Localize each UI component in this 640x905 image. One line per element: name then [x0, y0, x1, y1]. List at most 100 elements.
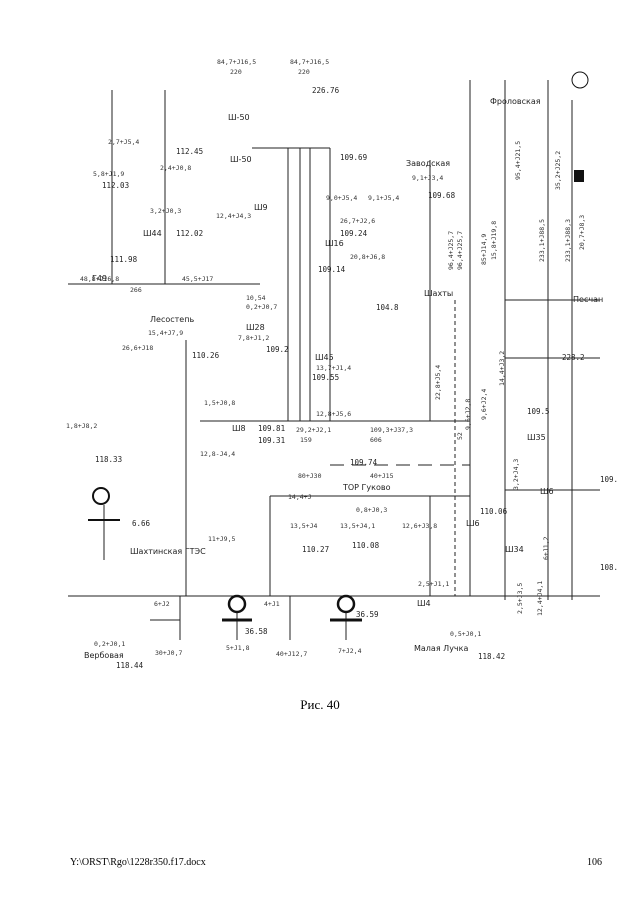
flow-label: 26,6+J18 [122, 344, 153, 352]
bus-name: Ш-50 [230, 155, 252, 164]
flow-label: 80+J30 [298, 472, 322, 480]
flow-label: 85+J14,9 [480, 234, 488, 265]
bus-name: Ш8 [232, 424, 246, 433]
flow-label: 95,4+J21,5 [514, 141, 522, 180]
voltage-label: 109. [600, 475, 618, 484]
flow-label: 12,8-J4,4 [200, 450, 235, 458]
flow-label: 84,7+J16,5 [217, 58, 256, 66]
flow-label: 14,4+J3,2 [498, 351, 506, 386]
voltage-label: 109.81 [258, 424, 285, 433]
flow-label: 9,1+J5,4 [368, 194, 399, 202]
voltage-label: 109.14 [318, 265, 346, 274]
flow-label: 15,8+J19,8 [490, 221, 498, 260]
voltage-label: 228.2 [562, 353, 585, 362]
flow-label: 0,2+J0,1 [94, 640, 125, 648]
flow-label: 13,7+J1,4 [316, 364, 351, 372]
voltage-label: 110.08 [352, 541, 380, 550]
flow-label: 12,6+J3,8 [402, 522, 437, 530]
flow-label: 9,1+J3,4 [412, 174, 443, 182]
voltage-label: 118.44 [116, 661, 144, 670]
station-name: Лесостепь [150, 315, 194, 324]
page-number: 106 [587, 857, 602, 868]
voltage-label: 109.69 [340, 153, 367, 162]
flow-label: 1,5+J0,8 [204, 399, 235, 407]
flow-label: 159 [300, 436, 312, 444]
bus-name: Ш16 [325, 239, 344, 248]
flow-label: 14,4+J [288, 493, 312, 501]
bus-name: Ш-50 [228, 113, 250, 122]
voltage-label: 109.68 [428, 191, 456, 200]
voltage-label: 118.33 [95, 455, 122, 464]
flow-label: 7,8+J1,2 [238, 334, 269, 342]
flow-label: 96,4+J25,7 [456, 231, 464, 270]
voltage-label: 118.42 [478, 652, 505, 661]
flow-label: 3,2+J0,3 [150, 207, 181, 215]
generator-icon [227, 594, 247, 614]
flow-label: 30+J0,7 [155, 649, 182, 657]
bus-name: Ш4 [417, 599, 431, 608]
flow-label: 13,5+J4 [290, 522, 317, 530]
flow-label: 12,8+J5,6 [316, 410, 351, 418]
bus-name: Ш28 [246, 323, 265, 332]
flow-label: 5+J1,8 [226, 644, 250, 652]
flow-label: 2,7+J5,4 [108, 138, 139, 146]
flow-label: 5,8+J1,9 [93, 170, 124, 178]
flow-label: 52 [456, 432, 464, 440]
flow-label: 40+J12,7 [276, 650, 307, 658]
voltage-label: 109.24 [340, 229, 368, 238]
voltage-label: 110.06 [480, 507, 508, 516]
footer-file-path: Y:\ORST\Rgo\1228r350.f17.docx [70, 857, 206, 868]
voltage-label: 109.55 [312, 373, 339, 382]
voltage-label: 112.02 [176, 229, 203, 238]
generator-icon [92, 487, 110, 505]
flow-label: 40+J15 [370, 472, 394, 480]
voltage-label: 110.26 [192, 351, 220, 360]
voltage-label: 112.03 [102, 181, 129, 190]
flow-label: 233,1+J88,5 [538, 219, 546, 262]
voltage-label: 109.31 [258, 436, 285, 445]
flow-label: 7+J2,4 [338, 647, 362, 655]
flow-label: 9,6+J2,8 [464, 399, 472, 430]
flow-label: 48,8+J16,8 [80, 275, 119, 283]
flow-label: 13,5+J4,1 [340, 522, 375, 530]
flow-label: 96,4+J25,7 [447, 231, 455, 270]
voltage-label: 226.76 [312, 86, 340, 95]
voltage-label: 112.45 [176, 147, 203, 156]
flow-label: 45,5+J17 [182, 275, 213, 283]
flow-label: 606 [370, 436, 382, 444]
voltage-label: 110.27 [302, 545, 329, 554]
bus-name: Ш9 [254, 203, 268, 212]
station-name: Шахты [424, 289, 453, 298]
substation-block-icon [574, 170, 584, 182]
voltage-label: 109.5 [527, 407, 550, 416]
flow-label: 29,2+J2,1 [296, 426, 331, 434]
flow-label: 22,8+J5,4 [434, 365, 442, 400]
flow-label: 4+J1 [264, 600, 280, 608]
flow-label: 20,8+J6,8 [350, 253, 385, 261]
flow-label: 220 [230, 68, 242, 76]
flow-label: 220 [298, 68, 310, 76]
flow-label: 6+J2 [154, 600, 170, 608]
flow-label: 10,54 [246, 294, 266, 302]
station-name: Заводская [406, 159, 450, 168]
bus-name: Ш6 [466, 519, 480, 528]
station-name: Малая Лучка [414, 644, 468, 653]
flow-label: 266 [130, 286, 142, 294]
flow-label: 233,1+J88,3 [564, 219, 572, 262]
voltage-label: 109.2 [266, 345, 289, 354]
generator-icon [571, 71, 589, 89]
voltage-label: 6.66 [132, 519, 151, 528]
station-name: ТОР Гуково [342, 483, 391, 492]
bus-name: Ш45 [315, 353, 334, 362]
flow-label: 12,4+J4,1 [536, 581, 544, 616]
flow-label: 1,8+J8,2 [66, 422, 97, 430]
station-name: Фроловская [490, 97, 541, 106]
flow-label: 15,4+J7,9 [148, 329, 183, 337]
bus-name: Ш44 [143, 229, 162, 238]
flow-label: 6+J1,2 [542, 536, 550, 560]
flow-label: 9,0+J5,4 [326, 194, 357, 202]
station-name: Вербовая [84, 651, 124, 660]
flow-label: 9,6+J2,4 [480, 389, 488, 420]
voltage-label: 109.74 [350, 458, 378, 467]
